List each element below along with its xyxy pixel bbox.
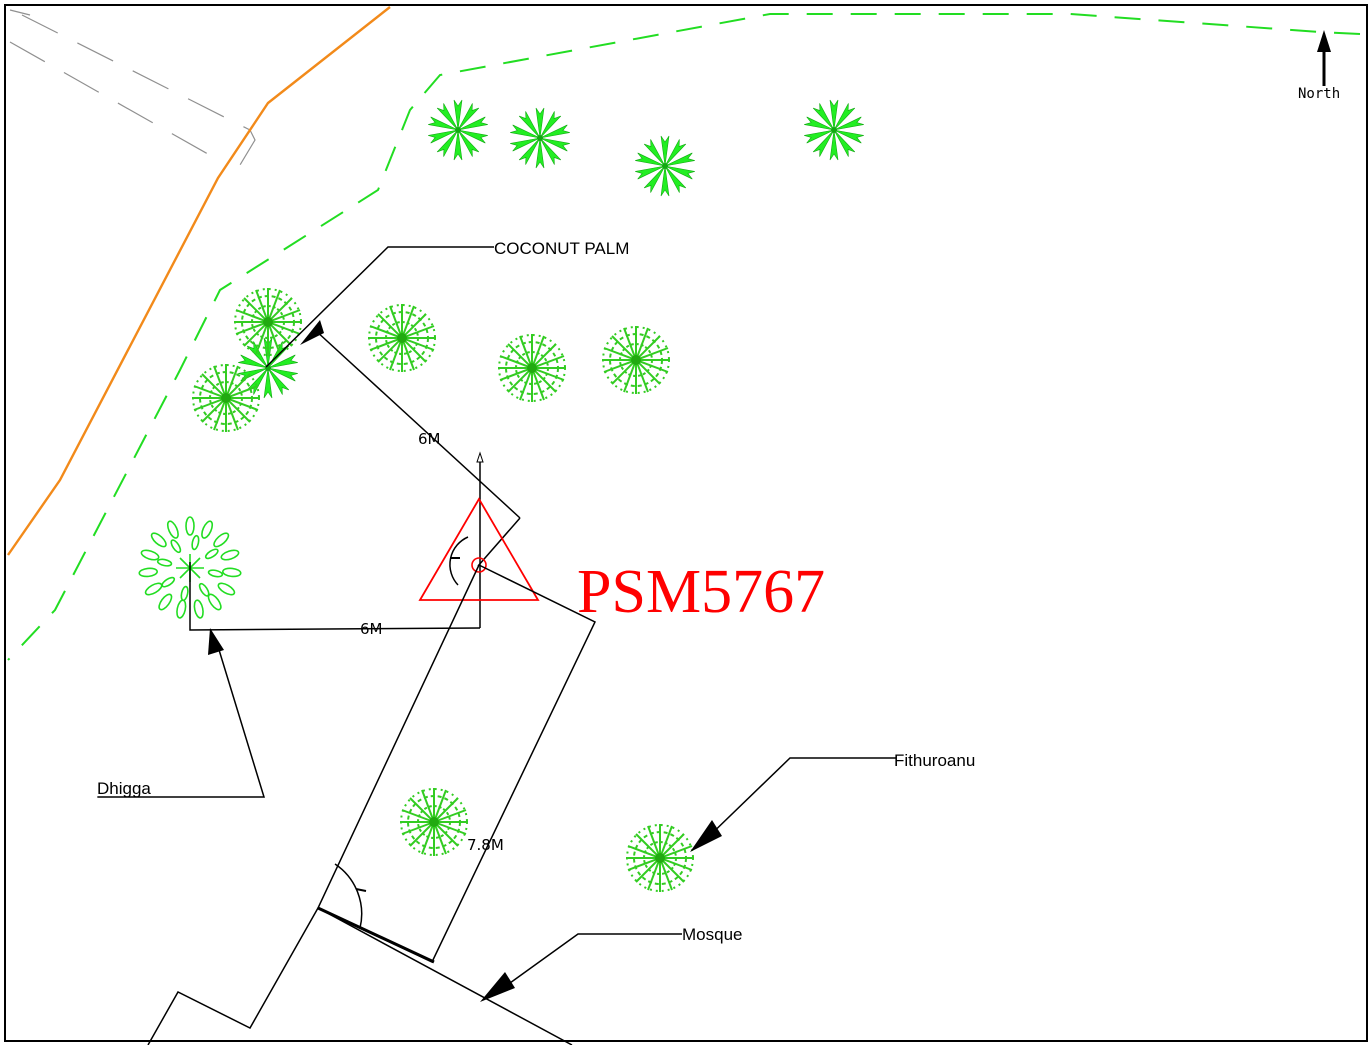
dhigga-label: Dhigga [97, 779, 151, 798]
shrub-icon [191, 363, 261, 433]
boundary-line [7, 13, 1361, 661]
shrub-icon [233, 287, 303, 357]
mosque-dimension-label: 7.8M [467, 836, 504, 854]
mosque-label: Mosque [682, 925, 742, 944]
fithuroanu-label: Fithuroanu [894, 751, 975, 770]
dhigga-dimension-line [189, 562, 481, 631]
palm-tree-icon [509, 107, 571, 169]
north-label: North [1298, 86, 1340, 102]
shrub-icon [601, 325, 671, 395]
palm-dimension-label: 6M [418, 430, 441, 448]
mosque-outline [147, 907, 319, 1045]
fithuroanu-leader [690, 757, 896, 852]
dhigga-dimension-label: 6M [360, 620, 383, 638]
coconut-palm-leader [265, 246, 494, 368]
dhigga-leader [98, 628, 266, 798]
north-arrow-icon [1317, 30, 1331, 86]
palm-dimension-line [314, 329, 521, 519]
marker-id: PSM5767 [577, 558, 825, 626]
palm-tree-icon [803, 99, 865, 161]
road-edge [7, 6, 391, 556]
mosque-leader [480, 933, 682, 1002]
shrub-icon [399, 787, 469, 857]
map-frame [4, 4, 1368, 1042]
shrub-icon [367, 303, 437, 373]
old-path-lines [9, 9, 256, 166]
palm-tree-icon [427, 99, 489, 161]
shrub-icon [497, 333, 567, 403]
palm-tree-icon [634, 135, 696, 197]
survey-marker-icon [418, 497, 540, 601]
coconut-palm-label: COCONUT PALM [494, 239, 629, 258]
shrub-icon [625, 823, 695, 893]
